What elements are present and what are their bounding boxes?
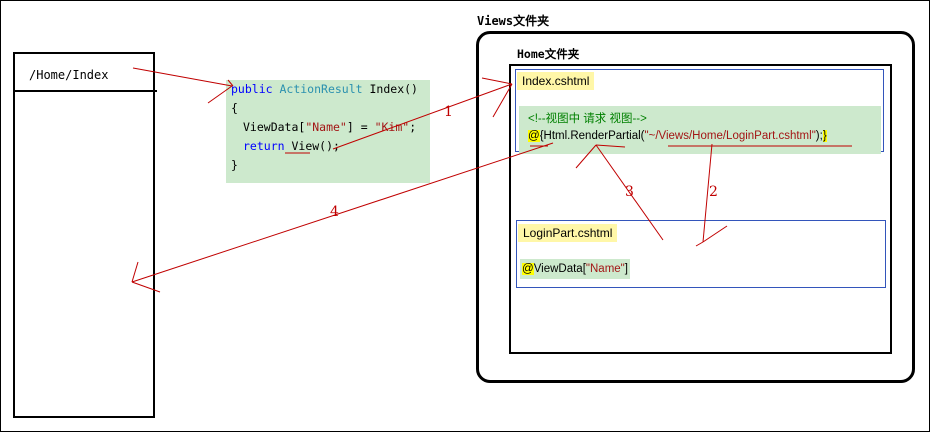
arrow-step-2-head	[702, 225, 728, 243]
arrow-request-head-2	[227, 79, 234, 87]
views-folder-label: Views文件夹	[477, 14, 550, 28]
arrow-step-2-line	[702, 143, 713, 243]
code-line-2: {	[231, 101, 238, 115]
index-view-render-call: @{Html.RenderPartial("~/Views/Home/Login…	[528, 130, 827, 142]
browser-address-divider	[15, 90, 157, 92]
arrow-step-1-line	[332, 83, 513, 150]
arrow-step-3-head	[595, 144, 626, 148]
arrow-step-4-head-2	[131, 261, 139, 283]
code-line-5: }	[231, 158, 238, 172]
step-1-label: 1	[444, 104, 453, 120]
step-4-label: 4	[330, 204, 339, 220]
browser-window: /Home/Index	[13, 52, 157, 418]
step-2-label: 2	[709, 184, 718, 200]
login-view-filename: LoginPart.cshtml	[518, 224, 618, 242]
arrow-request-line	[132, 67, 233, 87]
index-view-comment: <!--视图中 请求 视图-->	[528, 113, 647, 125]
arrow-step-2-head-2	[695, 241, 704, 247]
step-3-label: 3	[625, 184, 634, 200]
arrow-step-3-head-2	[575, 144, 597, 169]
code-line-1: public ActionResult Index()	[231, 82, 418, 96]
arrow-request-head	[207, 85, 233, 104]
browser-url: /Home/Index	[29, 68, 109, 82]
home-folder-box	[509, 64, 892, 354]
index-view-filename: Index.cshtml	[517, 72, 595, 90]
arrow-step-4-line	[131, 142, 554, 283]
home-folder-label: Home文件夹	[517, 47, 580, 61]
login-view-code: @ViewData["Name"]	[520, 259, 630, 279]
views-folder-box	[476, 31, 915, 383]
arrow-step-3-line	[595, 144, 664, 241]
code-line-4: return View();	[243, 139, 340, 153]
arrow-step-4-head	[131, 281, 161, 293]
arrow-step-1-head	[481, 77, 513, 85]
arrow-step-1-head-2	[492, 83, 513, 118]
controller-code-block: public ActionResult Index() { ViewData["…	[226, 80, 430, 183]
